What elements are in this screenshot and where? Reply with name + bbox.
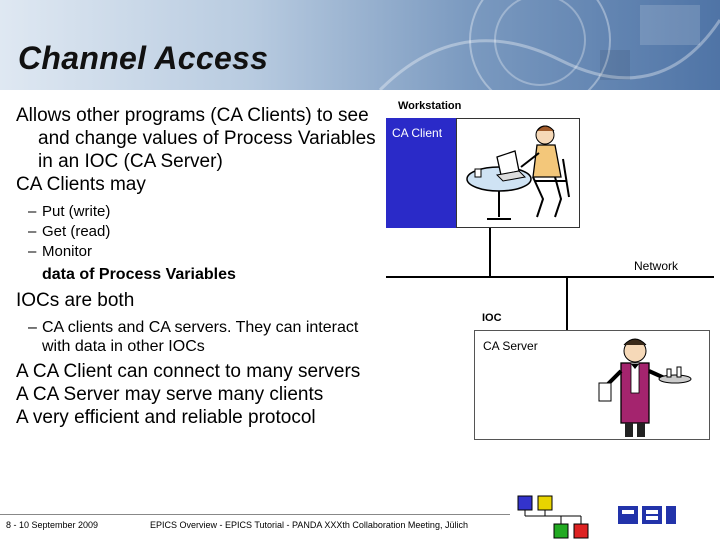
header-decoration: [378, 0, 720, 90]
gsi-logo: [517, 495, 676, 539]
list-item-iocs: –CA clients and CA servers. They can int…: [28, 319, 359, 355]
paragraph-server-serve: A CA Server may serve many clients: [16, 384, 324, 405]
workstation-label: Workstation: [398, 100, 462, 112]
slide-title: Channel Access: [18, 40, 269, 76]
list-item-iocs-label: CA clients and CA servers. They can inte…: [42, 319, 359, 355]
client-box: [386, 118, 456, 228]
paragraph-client-connect: A CA Client can connect to many servers: [16, 361, 361, 382]
list-item-get-label: Get (read): [42, 223, 111, 240]
paragraph-ca-clients: Allows other programs (CA Clients) to se…: [16, 105, 376, 172]
list-item-put: –Put (write): [28, 203, 111, 220]
list-item-monitor-label: Monitor: [42, 243, 93, 260]
client-link-line: [489, 228, 491, 276]
list-item-get: –Get (read): [28, 223, 111, 240]
list-item-put-label: Put (write): [42, 203, 111, 220]
ca-client-label: CA Client: [392, 126, 443, 140]
footer-title: EPICS Overview - EPICS Tutorial - PANDA …: [150, 520, 468, 530]
paragraph-protocol: A very efficient and reliable protocol: [16, 407, 316, 428]
footer-date: 8 - 10 September 2009: [6, 520, 99, 530]
ioc-box: CA Server: [474, 330, 710, 440]
paragraph-ca-clients-may: CA Clients may: [16, 174, 146, 195]
workstation-illustration: [466, 125, 570, 220]
workstation-box: [456, 118, 580, 228]
paragraph-iocs: IOCs are both: [16, 290, 135, 311]
network-label: Network: [634, 259, 679, 273]
server-link-line: [566, 278, 568, 330]
list-item-monitor: –Monitor: [28, 243, 93, 260]
header-band: Channel Access: [0, 0, 720, 90]
footer-rule: [0, 514, 510, 515]
body-text: Allows other programs (CA Clients) to se…: [16, 104, 386, 429]
ioc-label: IOC: [482, 312, 502, 324]
ca-server-label: CA Server: [483, 339, 538, 353]
waiter-illustration: [598, 338, 692, 437]
network-line: [386, 276, 714, 278]
bold-line: data of Process Variables: [42, 266, 236, 283]
